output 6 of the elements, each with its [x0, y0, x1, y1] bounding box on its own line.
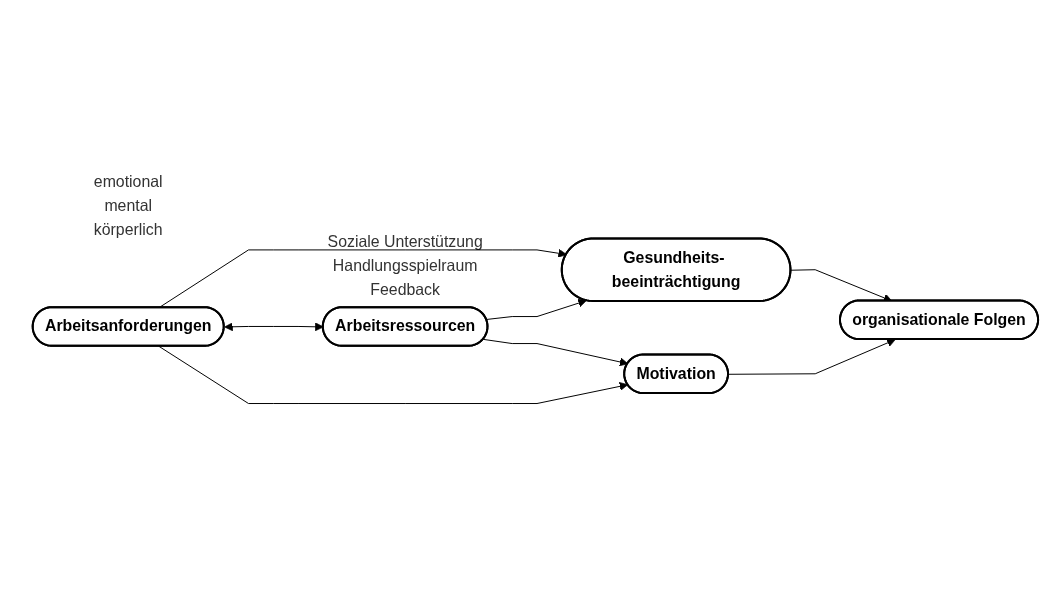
node-label: Handlungsspielraum: [332, 256, 478, 274]
node-label: Feedback: [370, 280, 440, 298]
node-label: mental: [104, 197, 153, 215]
node-label: Soziale Unterstützung: [327, 233, 483, 250]
node-label: emotional: [93, 173, 163, 191]
node-label: körperlich: [93, 221, 163, 239]
